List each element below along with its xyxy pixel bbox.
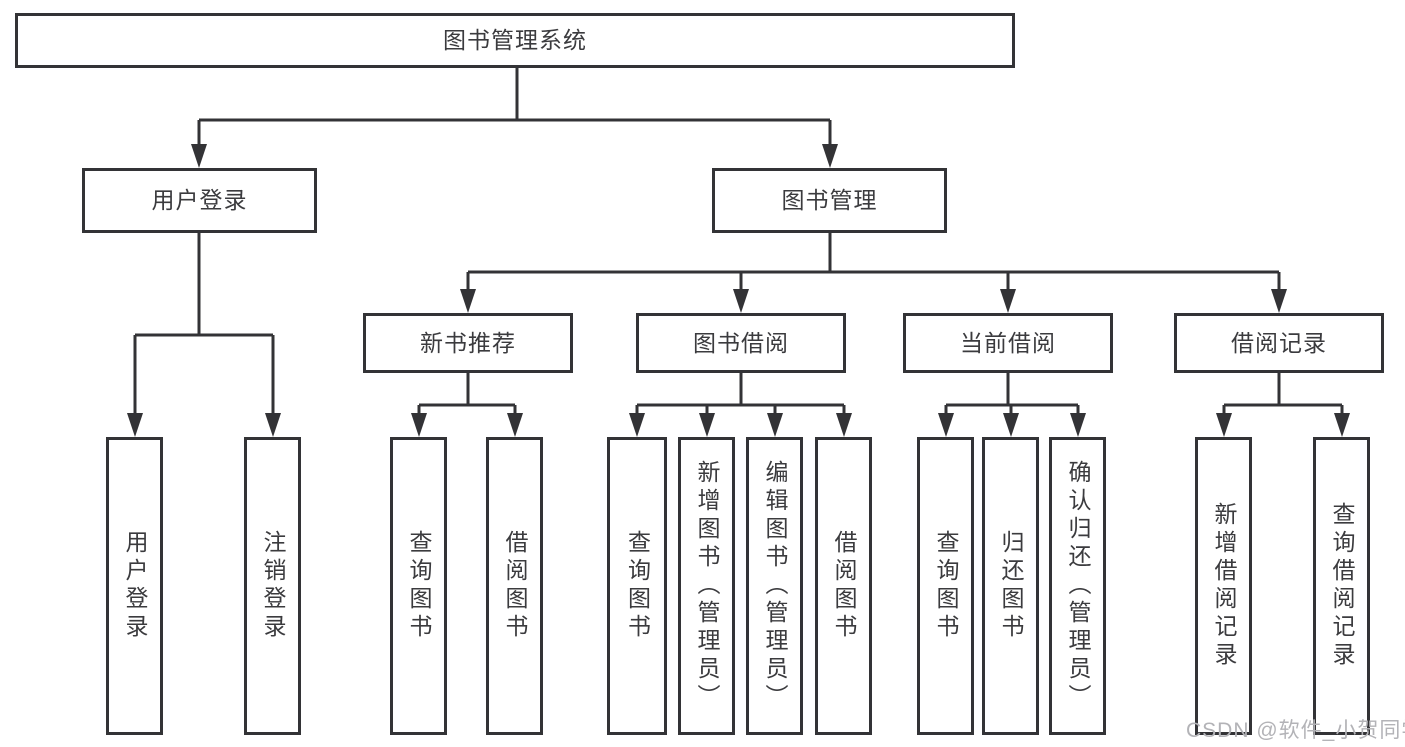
node-current-borrowing-label: 当前借阅 <box>960 329 1056 356</box>
leaf-borrowing-query-books-label: 查询图书 <box>624 530 651 642</box>
leaf-borrowing-borrow-books-label: 借阅图书 <box>831 530 857 642</box>
leaf-records-add-record: 新增借阅记录 <box>1195 437 1252 735</box>
node-new-book-recommend: 新书推荐 <box>363 313 573 373</box>
node-book-management-label: 图书管理 <box>781 187 878 213</box>
leaf-records-add-record-label: 新增借阅记录 <box>1211 502 1237 670</box>
leaf-borrowing-borrow-books: 借阅图书 <box>815 437 872 735</box>
node-book-borrowing: 图书借阅 <box>636 313 846 373</box>
node-book-borrowing-label: 图书借阅 <box>693 329 789 356</box>
node-new-book-recommend-label: 新书推荐 <box>420 329 516 356</box>
node-user-login-label: 用户登录 <box>151 187 248 213</box>
node-borrow-records-label: 借阅记录 <box>1231 329 1327 356</box>
leaf-current-query-books-label: 查询图书 <box>933 530 959 642</box>
leaf-borrowing-edit-books-admin-label: 编辑图书（管理员） <box>762 460 788 712</box>
leaf-borrowing-add-books-admin: 新增图书（管理员） <box>678 437 735 735</box>
node-borrow-records: 借阅记录 <box>1174 313 1384 373</box>
leaf-records-query-record: 查询借阅记录 <box>1313 437 1370 735</box>
node-root-label: 图书管理系统 <box>443 27 587 53</box>
leaf-current-query-books: 查询图书 <box>917 437 974 735</box>
leaf-logout-label: 注销登录 <box>260 530 286 642</box>
leaf-newbook-borrow-books-label: 借阅图书 <box>502 530 528 642</box>
node-book-management: 图书管理 <box>712 168 947 233</box>
node-current-borrowing: 当前借阅 <box>903 313 1113 373</box>
leaf-user-login: 用户登录 <box>106 437 163 735</box>
leaf-records-query-record-label: 查询借阅记录 <box>1329 502 1355 670</box>
node-root: 图书管理系统 <box>15 13 1015 68</box>
leaf-newbook-borrow-books: 借阅图书 <box>486 437 543 735</box>
leaf-current-confirm-return-admin: 确认归还（管理员） <box>1049 437 1106 735</box>
leaf-borrowing-add-books-admin-label: 新增图书（管理员） <box>694 460 720 712</box>
leaf-borrowing-edit-books-admin: 编辑图书（管理员） <box>746 437 803 735</box>
node-user-login: 用户登录 <box>82 168 317 233</box>
leaf-logout: 注销登录 <box>244 437 301 735</box>
leaf-current-return-books: 归还图书 <box>982 437 1039 735</box>
leaf-current-return-books-label: 归还图书 <box>998 530 1024 642</box>
leaf-newbook-query-books-label: 查询图书 <box>406 530 432 642</box>
leaf-current-confirm-return-admin-label: 确认归还（管理员） <box>1065 460 1091 712</box>
leaf-borrowing-query-books: 查询图书 <box>607 437 667 735</box>
leaf-newbook-query-books: 查询图书 <box>390 437 447 735</box>
leaf-user-login-label: 用户登录 <box>122 530 148 642</box>
csdn-watermark: CSDN @软件_小贺同学 <box>1186 719 1405 742</box>
